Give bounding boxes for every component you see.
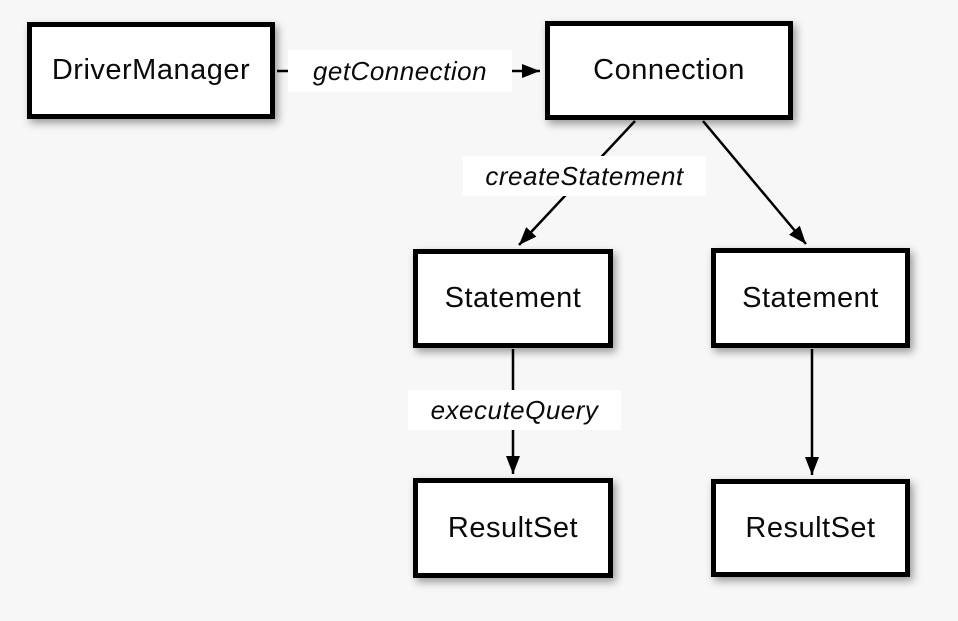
edge-label-execute-query: executeQuery bbox=[408, 390, 621, 430]
node-resultset-right: ResultSet bbox=[711, 479, 910, 577]
edge-label-create-statement: createStatement bbox=[463, 156, 706, 196]
edge-connection-to-statement-right bbox=[702, 120, 807, 245]
node-driver-manager: DriverManager bbox=[27, 22, 275, 119]
node-statement-left: Statement bbox=[413, 249, 613, 348]
node-resultset-left: ResultSet bbox=[413, 478, 613, 578]
edge-label-get-connection: getConnection bbox=[288, 50, 512, 92]
node-statement-right: Statement bbox=[711, 248, 910, 348]
node-connection: Connection bbox=[545, 21, 793, 120]
